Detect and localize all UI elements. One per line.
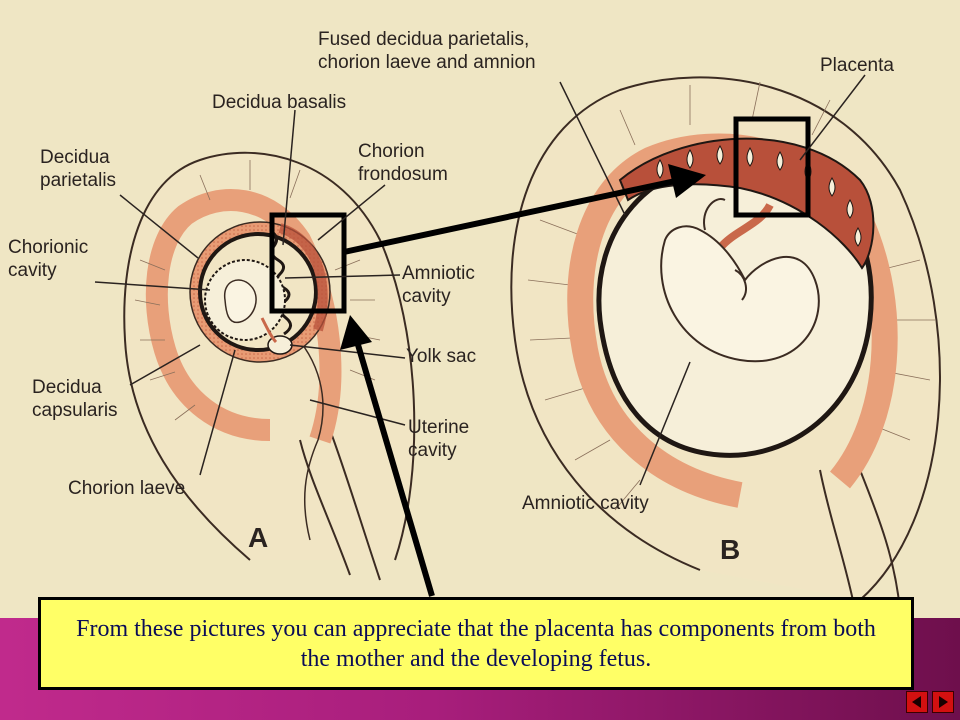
next-slide-button[interactable] <box>932 691 954 713</box>
label-yolk-sac: Yolk sac <box>406 346 477 367</box>
leader-lines <box>94 74 866 486</box>
arrow-right-icon <box>939 696 948 708</box>
arrow-left-icon <box>912 696 921 708</box>
label-decidua-basalis: Decidua basalis <box>212 92 347 113</box>
pointer-arrows <box>340 164 706 597</box>
label-fused-decidua: Fused decidua parietalis, chorion laeve … <box>318 29 536 73</box>
label-chorionic-cavity: Chorionic cavity <box>8 237 89 281</box>
label-uterine-cavity: Uterine cavity <box>408 417 470 461</box>
label-amniotic-cavity-a: Amniotic cavity <box>402 263 475 307</box>
label-placenta: Placenta <box>820 55 894 76</box>
figure-b <box>510 76 941 611</box>
label-decidua-parietalis: Decidua parietalis <box>40 147 117 191</box>
label-chorion-frondosum: Chorion frondosum <box>358 141 448 185</box>
label-chorion-laeve: Chorion laeve <box>68 478 186 499</box>
caption-box: From these pictures you can appreciate t… <box>38 597 914 690</box>
figure-a <box>123 151 416 581</box>
previous-slide-button[interactable] <box>906 691 928 713</box>
panel-label-a: A <box>248 522 269 553</box>
label-amniotic-cavity-b: Amniotic cavity <box>522 493 649 514</box>
label-decidua-capsularis: Decidua capsularis <box>32 377 118 421</box>
caption-text: From these pictures you can appreciate t… <box>76 615 876 672</box>
panel-label-b: B <box>720 534 741 565</box>
